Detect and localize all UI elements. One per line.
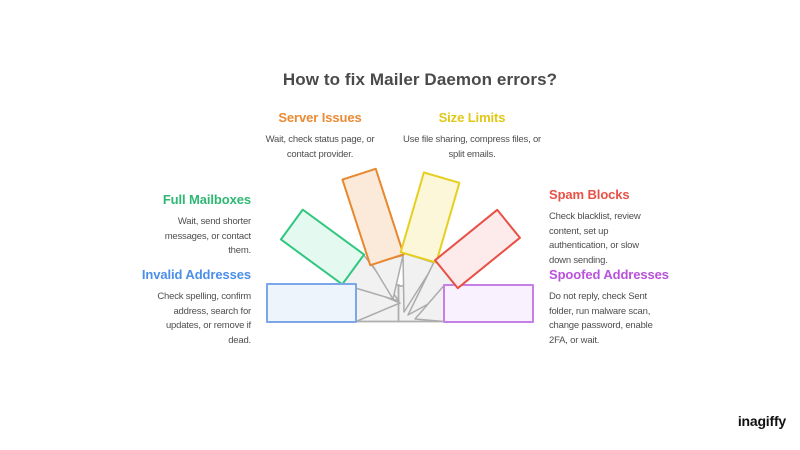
- section-label-invalid-addresses: Invalid Addresses: [141, 267, 251, 282]
- card-size-limits: [399, 171, 461, 264]
- section-description-spam-blocks: Check blacklist, review content, set up …: [549, 211, 641, 266]
- section-full-mailboxes: Full Mailboxes Wait, send shorter messag…: [116, 192, 251, 259]
- section-invalid-addresses: Invalid Addresses Check spelling, confir…: [116, 267, 251, 348]
- card-invalid-addresses: [266, 283, 357, 323]
- section-description-invalid-addresses: Check spelling, confirm address, search …: [157, 291, 251, 346]
- card-spam-blocks: [434, 208, 521, 290]
- section-spoofed-addresses: Spoofed Addresses Do not reply, check Se…: [549, 267, 694, 348]
- section-label-server-issues: Server Issues: [278, 110, 362, 125]
- section-spam-blocks: Spam Blocks Check blacklist, review cont…: [549, 187, 689, 268]
- page-title: How to fix Mailer Daemon errors?: [282, 70, 558, 89]
- section-description-size-limits: Use file sharing, compress files, or spl…: [403, 134, 541, 160]
- card-full-mailboxes: [279, 208, 366, 286]
- section-label-spoofed-addresses: Spoofed Addresses: [549, 267, 669, 282]
- section-label-size-limits: Size Limits: [438, 110, 506, 125]
- section-label-full-mailboxes: Full Mailboxes: [162, 192, 251, 207]
- card-spoofed-addresses: [443, 284, 534, 323]
- section-description-full-mailboxes: Wait, send shorter messages, or contact …: [164, 216, 251, 256]
- card-server-issues: [341, 167, 405, 267]
- section-description-server-issues: Wait, check status page, or contact prov…: [265, 134, 375, 160]
- section-server-issues: Server Issues Wait, check status page, o…: [245, 110, 395, 162]
- section-label-spam-blocks: Spam Blocks: [549, 187, 630, 202]
- section-size-limits: Size Limits Use file sharing, compress f…: [392, 110, 552, 162]
- section-description-spoofed-addresses: Do not reply, check Sent folder, run mal…: [549, 291, 653, 346]
- brand-logo: inagiffy: [737, 413, 786, 429]
